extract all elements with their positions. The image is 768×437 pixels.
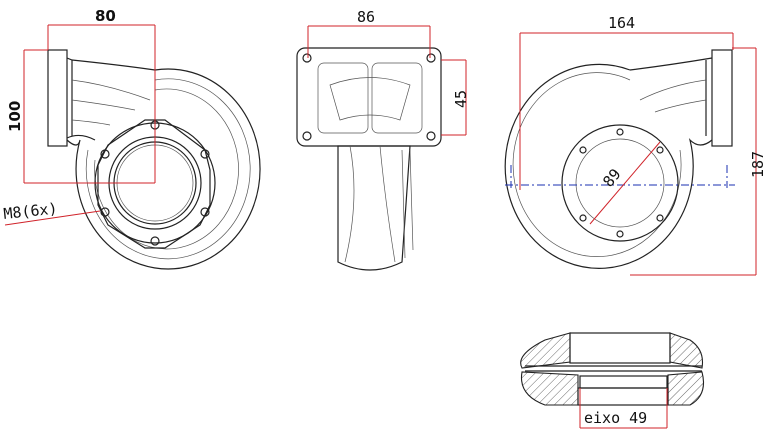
rear-hole xyxy=(656,146,664,154)
port-left xyxy=(317,62,369,134)
dim-100-label: 100 xyxy=(6,101,24,132)
section-bore-top xyxy=(569,332,671,364)
dimension-187: 187 xyxy=(630,47,767,276)
rear-hole xyxy=(616,128,624,136)
dim-187-label: 187 xyxy=(749,151,767,178)
side-body-contour xyxy=(344,145,414,263)
rear-bore xyxy=(575,138,665,228)
dim-80-label: 80 xyxy=(95,7,116,25)
dimension-eixo-49: eixo 49 xyxy=(579,388,668,429)
dim-eixo-49-label: eixo 49 xyxy=(584,409,647,427)
dimension-86: 86 xyxy=(307,8,431,58)
outlet-flange xyxy=(47,49,68,147)
rear-hole xyxy=(656,214,664,222)
bolt-hole xyxy=(150,236,160,246)
dimension-45: 45 xyxy=(441,59,470,136)
section-lower xyxy=(520,371,705,406)
side-body xyxy=(337,145,411,271)
section-shaft-seat xyxy=(577,387,669,406)
dim-89-label: 89 xyxy=(599,165,624,190)
dimension-80: 80 xyxy=(47,7,156,183)
thread-callout: M8(6x) xyxy=(3,199,101,226)
rear-hole xyxy=(579,146,587,154)
section-upper xyxy=(520,332,704,369)
flange-hole xyxy=(302,53,312,63)
port-right xyxy=(371,62,423,134)
section-view: eixo 49 xyxy=(520,332,705,429)
flange-hole xyxy=(426,53,436,63)
dimension-89: 89 xyxy=(589,141,661,225)
dimension-100: 100 xyxy=(6,49,155,184)
port-contour xyxy=(329,77,411,121)
rear-volute-outline xyxy=(504,63,713,269)
front-view: 80 100 M8(6x) xyxy=(3,7,261,270)
dim-45-label: 45 xyxy=(452,90,470,108)
dimension-164: 164 xyxy=(519,14,734,190)
side-flange xyxy=(296,47,442,147)
rear-neck xyxy=(629,57,713,136)
outlet-neck xyxy=(66,57,156,141)
bolt-holes xyxy=(100,120,210,246)
bolt-hole xyxy=(200,149,210,159)
rear-hole xyxy=(579,214,587,222)
rear-view: 89 164 187 xyxy=(504,14,767,276)
section-bore-bottom xyxy=(579,375,668,389)
volute-inner-line xyxy=(85,78,251,260)
bolt-hole xyxy=(200,207,210,217)
dim-164-label: 164 xyxy=(608,14,635,32)
bolt-hole xyxy=(100,149,110,159)
neck-contour xyxy=(71,79,151,126)
bolt-hole xyxy=(100,207,110,217)
rear-outlet-flange xyxy=(711,49,733,147)
volute-outline xyxy=(66,68,261,270)
thread-note-label: M8(6x) xyxy=(3,199,59,223)
rear-neck-contour xyxy=(639,79,707,113)
flange-hole xyxy=(302,131,312,141)
volute-inner-line-2 xyxy=(94,88,239,250)
rear-ring xyxy=(561,124,679,242)
side-view: 86 45 xyxy=(296,8,470,271)
dim-86-label: 86 xyxy=(357,8,375,26)
flange-hole xyxy=(426,131,436,141)
rear-hole xyxy=(616,230,624,238)
